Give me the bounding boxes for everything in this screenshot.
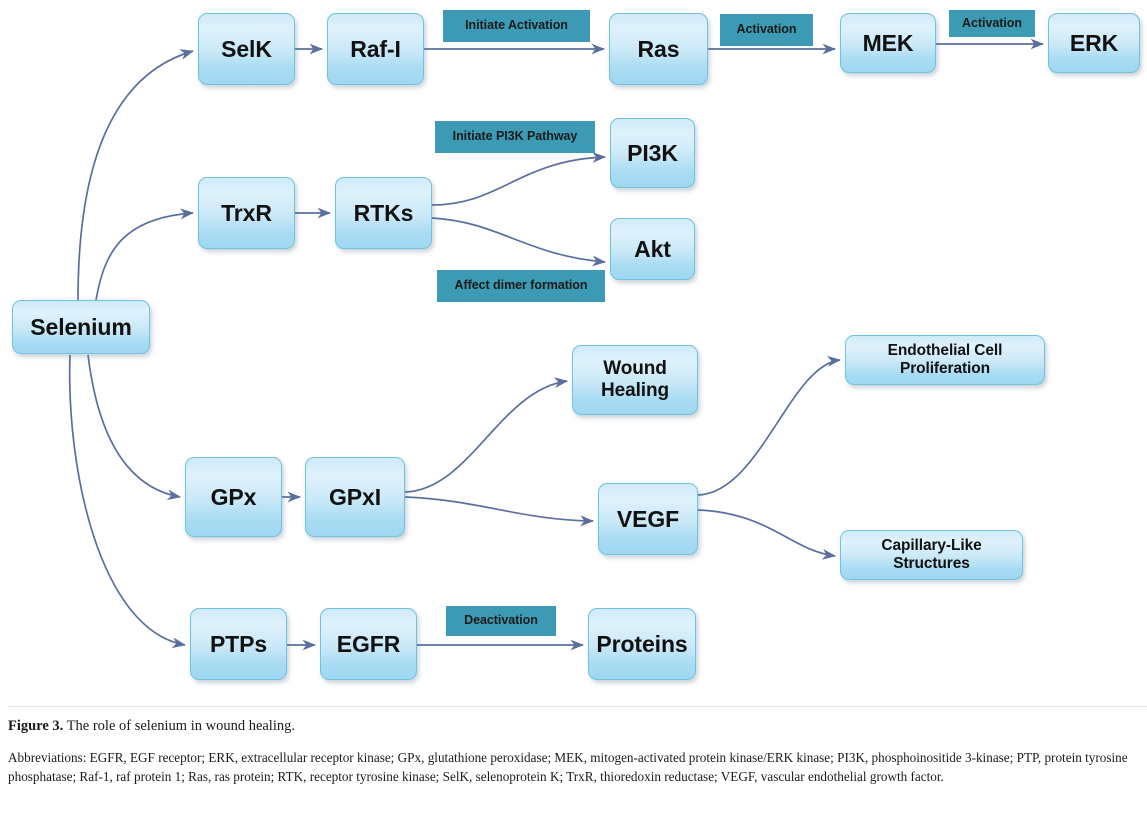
edge-label-initiate-activation: Initiate Activation (443, 10, 590, 42)
node-endothelial-cell-proliferation[interactable]: Endothelial Cell Proliferation (845, 335, 1045, 385)
caption-divider (8, 706, 1147, 707)
edge-label-activation-ras-mek-text: Activation (736, 22, 797, 37)
node-selk-label: SelK (221, 35, 272, 62)
node-wound-healing-label: Wound Healing (601, 358, 669, 401)
node-erk-label: ERK (1069, 29, 1119, 56)
node-erk[interactable]: ERK (1048, 13, 1140, 73)
node-pi3k-label: PI3K (627, 139, 678, 166)
node-selk[interactable]: SelK (198, 13, 295, 85)
node-capillary-like-structures-label: Capillary-Like Structures (881, 537, 982, 572)
node-ptps[interactable]: PTPs (190, 608, 287, 680)
edge-label-affect-dimer-formation: Affect dimer formation (437, 270, 605, 302)
node-pi3k[interactable]: PI3K (610, 118, 695, 188)
node-ras-label: Ras (637, 35, 680, 62)
node-vegf-label: VEGF (616, 505, 680, 532)
node-trxr[interactable]: TrxR (198, 177, 295, 249)
figure-title-line: Figure 3. The role of selenium in wound … (8, 718, 1143, 735)
node-proteins[interactable]: Proteins (588, 608, 696, 680)
edge-label-deactivation-text: Deactivation (464, 613, 538, 628)
edge-rtks-to-akt (431, 217, 607, 267)
pathway-diagram: Selenium SelK Raf-I Ras MEK ERK TrxR RTK… (12, 10, 1140, 680)
node-egfr-label: EGFR (336, 630, 401, 657)
figure-number: Figure 3. (8, 718, 64, 734)
edge-label-initiate-activation-text: Initiate Activation (465, 18, 568, 33)
edge-label-initiate-pi3k-pathway-text: Initiate PI3K Pathway (452, 129, 578, 144)
node-gpx1-label: GPxI (328, 483, 381, 510)
figure-title: The role of selenium in wound healing. (63, 718, 295, 734)
node-proteins-label: Proteins (596, 630, 688, 657)
node-ras[interactable]: Ras (609, 13, 708, 85)
edge-vegf-to-endo (697, 355, 842, 496)
edge-vegf-to-capillary (697, 509, 837, 560)
edge-label-activation-ras-mek: Activation (720, 14, 813, 46)
node-endothelial-cell-proliferation-label: Endothelial Cell Proliferation (887, 342, 1003, 377)
edge-label-activation-mek-erk: Activation (949, 10, 1035, 37)
edge-selenium-to-ptps (68, 354, 187, 649)
node-mek-label: MEK (862, 29, 914, 56)
node-gpx1[interactable]: GPxI (305, 457, 405, 537)
node-akt[interactable]: Akt (610, 218, 695, 280)
node-gpx-label: GPx (210, 483, 257, 510)
edge-label-affect-dimer-formation-text: Affect dimer formation (454, 278, 588, 293)
node-ptps-label: PTPs (209, 630, 268, 657)
node-selenium-label: Selenium (30, 313, 132, 340)
node-rtks-label: RTKs (353, 199, 414, 226)
edge-label-deactivation: Deactivation (446, 606, 556, 636)
node-gpx[interactable]: GPx (185, 457, 282, 537)
edge-selenium-to-selk (77, 49, 194, 301)
node-raf1[interactable]: Raf-I (327, 13, 424, 85)
node-raf1-label: Raf-I (350, 35, 401, 62)
node-egfr[interactable]: EGFR (320, 608, 417, 680)
figure-caption: Figure 3. The role of selenium in wound … (8, 706, 1147, 786)
node-trxr-label: TrxR (221, 199, 272, 226)
edge-selenium-to-gpx (87, 354, 182, 501)
node-mek[interactable]: MEK (840, 13, 936, 73)
node-vegf[interactable]: VEGF (598, 483, 698, 555)
edge-label-initiate-pi3k-pathway: Initiate PI3K Pathway (435, 121, 595, 153)
edge-rtks-to-pi3k (431, 152, 607, 206)
edge-label-activation-mek-erk-text: Activation (962, 15, 1022, 30)
figure-abbreviations: Abbreviations: EGFR, EGF receptor; ERK, … (8, 750, 1128, 785)
edge-selenium-to-trxr (95, 208, 195, 301)
node-wound-healing[interactable]: Wound Healing (572, 345, 698, 415)
node-capillary-like-structures[interactable]: Capillary-Like Structures (840, 530, 1023, 580)
node-rtks[interactable]: RTKs (335, 177, 432, 249)
node-akt-label: Akt (634, 235, 671, 262)
node-selenium[interactable]: Selenium (12, 300, 150, 354)
edge-gpx1-to-wound (404, 377, 569, 493)
edge-gpx1-to-vegf (404, 496, 595, 527)
